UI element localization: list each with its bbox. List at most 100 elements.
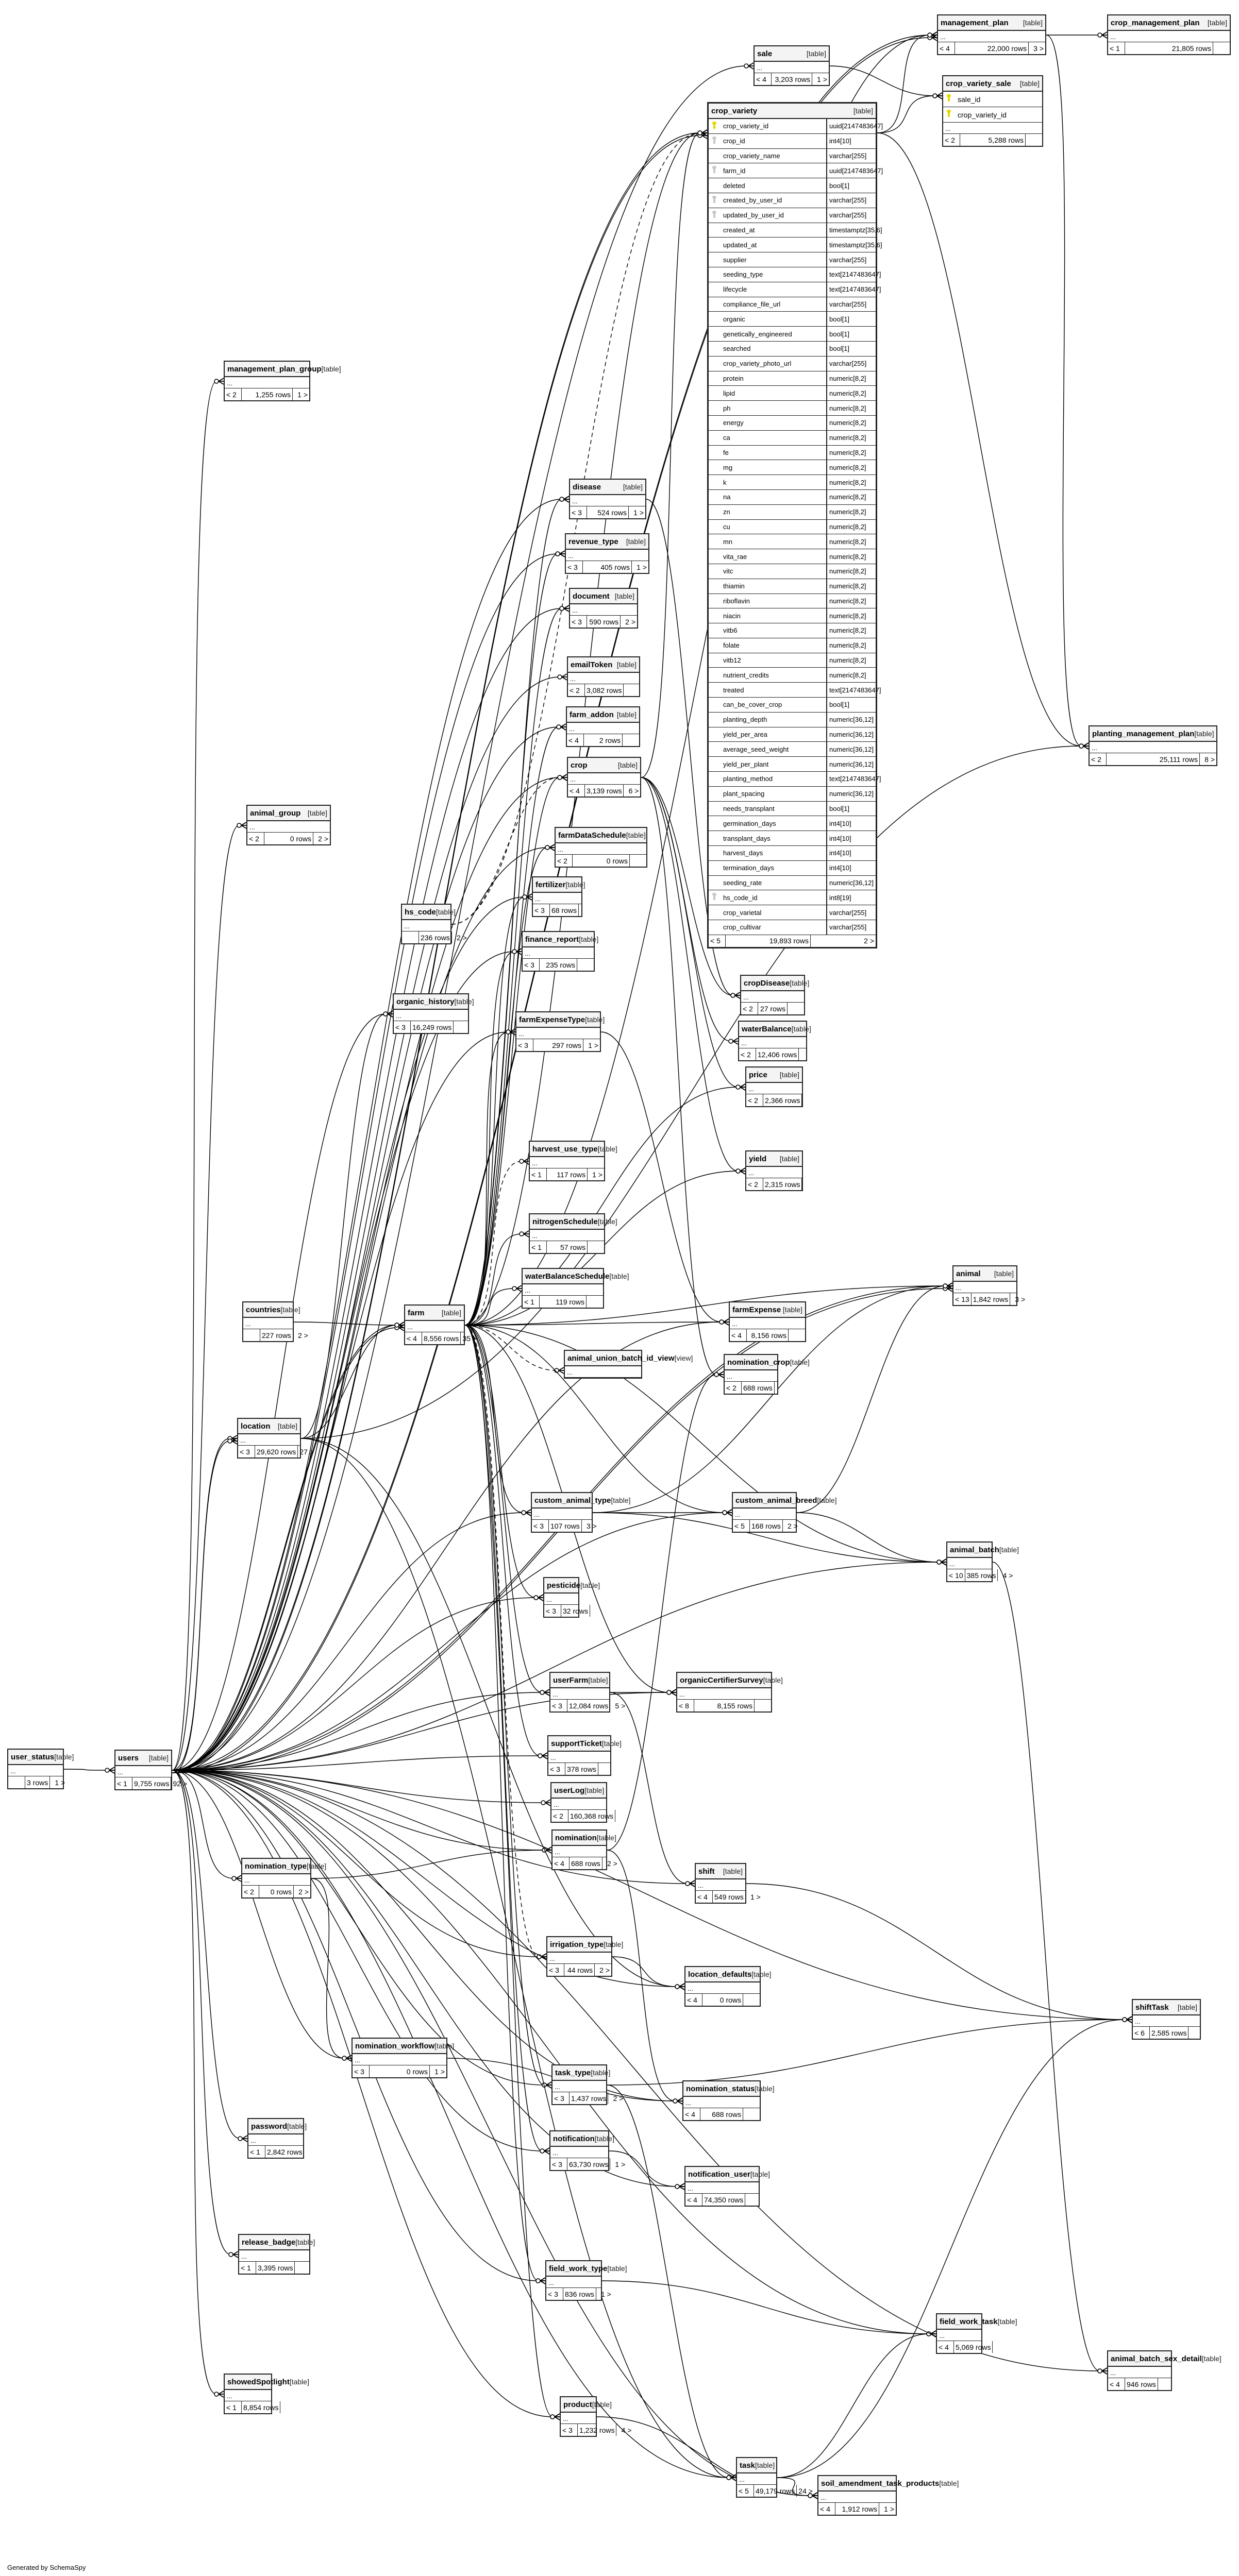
relationship-line: [172, 553, 558, 1771]
table-header: countries[table]: [243, 1302, 300, 1318]
table-header: hs_code[table]: [402, 905, 456, 920]
parent-count: < 5: [733, 1520, 750, 1532]
columns-collapsed: ...: [394, 1010, 468, 1021]
optional-marker-icon: [557, 775, 562, 780]
table-kind: [table]: [289, 2378, 309, 2386]
column-name-cell: supplier: [709, 252, 827, 267]
optional-marker-icon: [535, 2278, 541, 2283]
table-animal-union-batch-id-view[interactable]: animal_union_batch_id_view[view]...: [564, 1350, 693, 1379]
optional-marker-icon: [555, 551, 560, 556]
column-name-cell: plant_spacing: [709, 786, 827, 801]
column-name: zn: [723, 508, 730, 516]
table-soil-amendment-task-products[interactable]: soil_amendment_task_products[table]...< …: [817, 2475, 959, 2516]
table-kind: [table]: [295, 2238, 315, 2246]
table-name: notification: [553, 2134, 595, 2143]
columns-collapsed: ...: [532, 1509, 592, 1520]
crows-foot-icon: [560, 723, 566, 731]
crows-foot-icon: [232, 2251, 239, 2258]
columns-collapsed: ...: [755, 62, 829, 73]
parent-count: < 2: [551, 1810, 568, 1822]
column-type: int4[10]: [829, 849, 851, 857]
optional-marker-icon: [227, 1438, 232, 1444]
crows-foot-icon: [546, 2081, 552, 2089]
optional-marker-icon: [1097, 2368, 1102, 2374]
relationship-line: [877, 132, 1082, 747]
column-name-cell: crop_variety_photo_url: [709, 356, 827, 371]
column-name: crop_variety_id: [958, 110, 1007, 119]
columns-collapsed: ...: [546, 2277, 601, 2288]
relationship-line: [172, 951, 515, 1771]
column-type: numeric[8,2]: [829, 419, 866, 427]
column-type: numeric[8,2]: [829, 626, 866, 635]
relationship-line: [300, 1438, 678, 1987]
column-name: organic: [723, 315, 745, 323]
row-count: 227 rows: [260, 1329, 293, 1341]
